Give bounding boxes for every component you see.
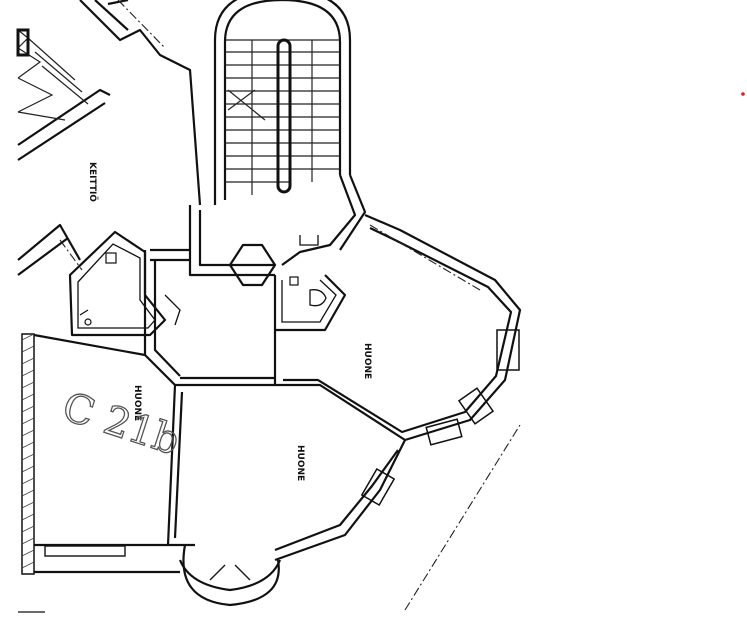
red-dot-marker bbox=[741, 92, 745, 96]
room-label-huone-center: HUONE bbox=[295, 445, 305, 481]
room-label-keittio: KEITTIÖ bbox=[87, 162, 98, 202]
left-staircase bbox=[16, 28, 89, 121]
upper-left-walls bbox=[17, 0, 202, 276]
room-label-huone-right: HUONE bbox=[362, 343, 372, 379]
main-staircase bbox=[213, 0, 352, 246]
center-room-walls bbox=[166, 376, 406, 562]
bathroom-right bbox=[273, 274, 347, 332]
lobby-walls bbox=[143, 174, 367, 386]
property-lines bbox=[59, 224, 521, 611]
bay-window bbox=[178, 544, 282, 607]
room-label-huone-left: HUONE bbox=[132, 385, 142, 421]
bathroom-left bbox=[68, 230, 167, 337]
handwritten-note: C 21b bbox=[57, 384, 185, 465]
right-room-walls bbox=[273, 213, 522, 446]
left-exterior-wall bbox=[21, 333, 35, 575]
left-room-walls bbox=[18, 333, 180, 613]
